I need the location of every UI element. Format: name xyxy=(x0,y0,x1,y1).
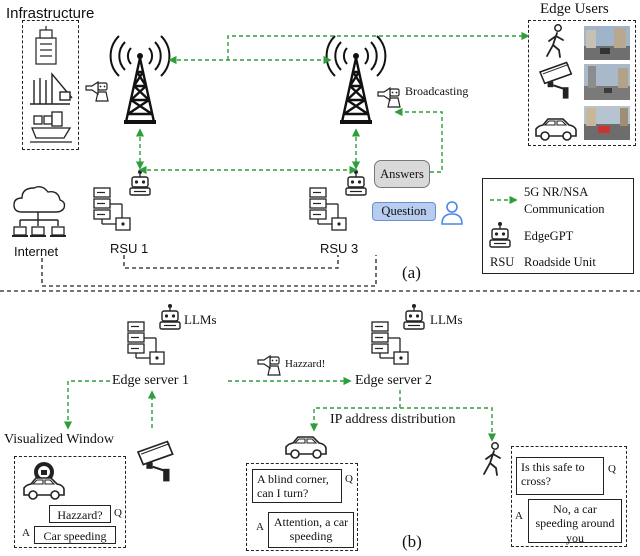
ip-distribution-label: IP address distribution xyxy=(330,412,456,427)
cell-tower-icon xyxy=(109,34,171,126)
middle-a-tag: A xyxy=(256,521,264,533)
left-q-tag: Q xyxy=(114,507,122,519)
panel-a-caption: (a) xyxy=(402,263,421,282)
llms-label-2: LLMs xyxy=(430,312,463,327)
visualized-window-label: Visualized Window xyxy=(4,432,114,447)
hazzard-robot-icon xyxy=(257,355,281,376)
infrastructure-label: Infrastructure xyxy=(6,5,95,22)
question-label: Question xyxy=(381,204,427,218)
cell-tower-icon xyxy=(325,34,387,126)
legend-comm-line2: Communication xyxy=(524,202,605,216)
panel-b-caption: (b) xyxy=(402,532,422,551)
llm-server-icon xyxy=(371,321,409,365)
left-answer-text: Car speeding xyxy=(43,529,107,543)
middle-question-text: A blind corner, can I turn? xyxy=(257,472,329,501)
legend-comm-line1: 5G NR/NSA xyxy=(524,185,589,199)
question-bubble: Question xyxy=(372,202,436,221)
edge-users-box xyxy=(528,20,636,146)
right-answer-text: No, a car speeding around you xyxy=(535,502,615,545)
edge-server-1-label: Edge server 1 xyxy=(112,373,189,388)
left-question-text: Hazzard? xyxy=(57,508,103,522)
broadcasting-label: Broadcasting xyxy=(405,84,469,98)
edgegpt-robot-icon xyxy=(345,169,367,196)
legend-edgegpt: EdgeGPT xyxy=(524,229,574,243)
right-a-tag: A xyxy=(515,510,523,522)
broadcast-robot-icon xyxy=(85,81,109,102)
answers-bubble: Answers xyxy=(374,160,430,188)
computer-icon xyxy=(49,226,67,238)
computer-icon xyxy=(11,226,29,238)
legend-box xyxy=(482,178,634,274)
legend-rsu-full: Roadside Unit xyxy=(524,255,596,269)
left-window xyxy=(14,456,126,548)
hazzard-label: Hazzard! xyxy=(285,358,326,370)
rsu3-label: RSU 3 xyxy=(320,241,359,256)
car-icon xyxy=(285,436,327,459)
middle-answer-box: Attention, a car speeding xyxy=(268,512,354,548)
cloud-icon xyxy=(13,185,66,226)
llm-robot-icon xyxy=(159,303,181,330)
right-question-box: Is this safe to cross? xyxy=(516,457,604,495)
right-answer-box: No, a car speeding around you xyxy=(528,499,622,545)
edgegpt-robot-icon xyxy=(129,169,151,196)
middle-q-tag: Q xyxy=(345,473,353,485)
computer-icon xyxy=(29,226,47,238)
pedestrian-icon xyxy=(483,441,501,476)
broadcast-robot-icon xyxy=(377,87,401,108)
left-answer-box: Car speeding xyxy=(34,526,116,544)
infrastructure-box xyxy=(22,20,79,150)
right-q-tag: Q xyxy=(608,463,616,475)
llm-robot-icon xyxy=(403,303,425,330)
rsu1-label: RSU 1 xyxy=(110,241,149,256)
right-window xyxy=(511,446,627,547)
middle-answer-text: Attention, a car speeding xyxy=(273,515,349,544)
internet-label: Internet xyxy=(14,244,59,259)
edge-users-label: Edge Users xyxy=(540,1,609,17)
rsu-server-icon xyxy=(309,187,347,231)
left-a-tag: A xyxy=(22,527,30,539)
middle-window xyxy=(246,463,358,551)
llm-server-icon xyxy=(127,321,165,365)
user-icon xyxy=(441,201,463,225)
right-question-text: Is this safe to cross? xyxy=(521,460,585,489)
rsu-server-icon xyxy=(93,187,131,231)
camera-icon xyxy=(136,440,174,483)
legend-rsu-abbr: RSU xyxy=(490,255,515,269)
llms-label-1: LLMs xyxy=(184,312,217,327)
middle-question-box: A blind corner, can I turn? xyxy=(252,469,342,503)
answers-label: Answers xyxy=(380,166,424,181)
edge-server-2-label: Edge server 2 xyxy=(355,373,432,388)
left-question-box: Hazzard? xyxy=(49,505,111,523)
